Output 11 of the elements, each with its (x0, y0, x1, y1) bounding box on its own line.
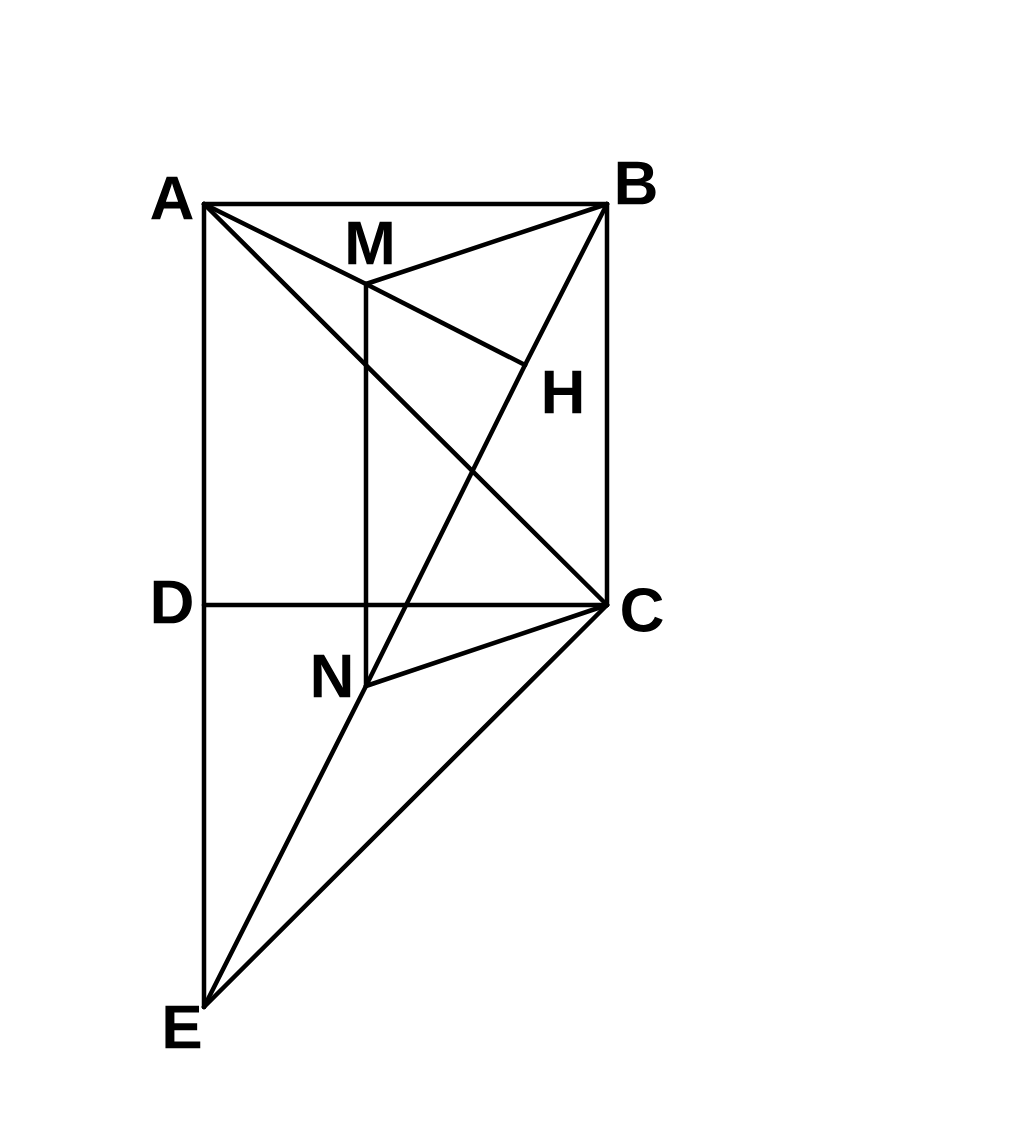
point-label: C (622, 588, 663, 632)
line-segment (201, 602, 610, 1010)
point-label: H (544, 370, 582, 414)
line-segment (522, 201, 610, 368)
point-label: A (151, 176, 193, 220)
point-label: M (348, 221, 392, 265)
point-label: B (617, 161, 656, 205)
point-label: E (165, 1005, 201, 1049)
point-label: D (153, 580, 192, 624)
point-label: N (313, 654, 351, 698)
line-segment (201, 201, 369, 287)
